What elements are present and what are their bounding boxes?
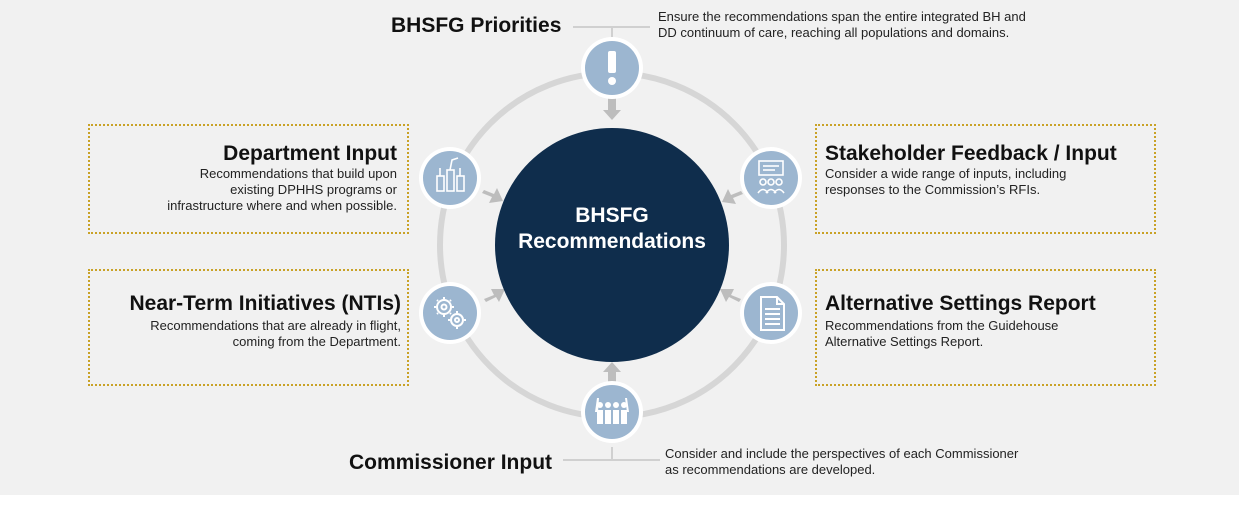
- footer-strip: [0, 495, 1239, 523]
- alternative-title: Alternative Settings Report: [825, 292, 1096, 315]
- stakeholder-desc-line1: Consider a wide range of inputs, includi…: [825, 166, 1067, 181]
- center-circle: [495, 128, 729, 362]
- department-desc-line3: infrastructure where and when possible.: [167, 198, 397, 213]
- alternative-box: [815, 269, 1156, 386]
- alternative-description: Recommendations from the Guidehouse Alte…: [825, 318, 1145, 350]
- stakeholder-node: [744, 151, 798, 205]
- alternative-desc-line2: Alternative Settings Report.: [825, 334, 984, 349]
- raised-hands-icon: [436, 157, 465, 192]
- priorities-description: Ensure the recommendations span the enti…: [658, 9, 1078, 41]
- center-label: BHSFG Recommendations: [497, 203, 727, 255]
- arrow-alternative: [720, 289, 741, 302]
- arrow-nti: [484, 289, 505, 302]
- arrow-department: [482, 188, 503, 203]
- center-label-line2: Recommendations: [518, 230, 706, 253]
- priorities-desc-line2: DD continuum of care, reaching all popul…: [658, 25, 1010, 40]
- presentation-group-icon: [757, 160, 785, 194]
- priorities-title: BHSFG Priorities: [391, 14, 562, 37]
- priorities-desc-line1: Ensure the recommendations span the enti…: [658, 9, 1026, 24]
- nti-desc-line2: coming from the Department.: [232, 334, 401, 349]
- department-description: Recommendations that build upon existing…: [98, 166, 397, 214]
- exclamation-icon: [608, 51, 616, 85]
- nti-box: [88, 269, 409, 386]
- commissioner-node: [585, 385, 639, 439]
- arrow-top: [603, 98, 621, 120]
- arrows: [482, 98, 743, 382]
- nti-description: Recommendations that are already in flig…: [98, 318, 401, 350]
- arrow-stakeholder: [722, 189, 743, 204]
- center-label-line1: BHSFG: [575, 204, 649, 227]
- department-box: [88, 124, 409, 234]
- alternative-desc-line1: Recommendations from the Guidehouse: [825, 318, 1059, 333]
- stakeholder-title: Stakeholder Feedback / Input: [825, 142, 1117, 165]
- commissioner-desc-line1: Consider and include the perspectives of…: [665, 446, 1019, 461]
- department-desc-line2: existing DPHHS programs or: [230, 182, 397, 197]
- nti-title: Near-Term Initiatives (NTIs): [129, 292, 401, 315]
- stakeholder-desc-line2: responses to the Commission’s RFIs.: [825, 182, 1041, 197]
- department-desc-line1: Recommendations that build upon: [199, 166, 397, 181]
- commissioner-title: Commissioner Input: [349, 451, 553, 474]
- commissioner-description: Consider and include the perspectives of…: [665, 446, 1085, 478]
- arrow-bottom: [603, 362, 621, 382]
- document-icon: [760, 296, 785, 331]
- stakeholder-description: Consider a wide range of inputs, includi…: [825, 166, 1145, 198]
- department-node: [423, 151, 477, 205]
- group-raised-hands-icon: [595, 398, 629, 424]
- nti-desc-line1: Recommendations that are already in flig…: [150, 318, 401, 333]
- commissioner-desc-line2: as recommendations are developed.: [665, 462, 876, 477]
- gears-icon: [434, 297, 466, 329]
- department-title: Department Input: [223, 142, 397, 165]
- stakeholder-box: [815, 124, 1156, 234]
